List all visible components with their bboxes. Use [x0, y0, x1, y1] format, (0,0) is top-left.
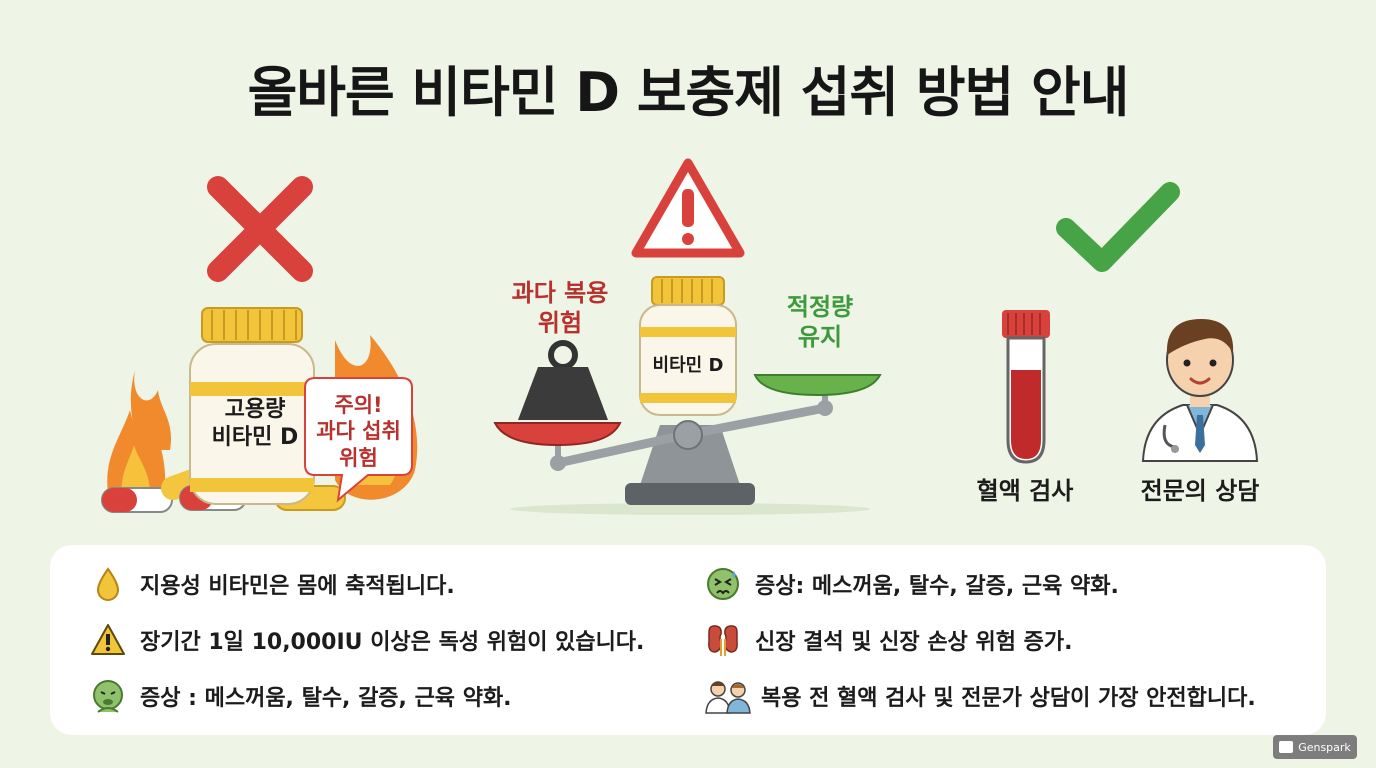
info-item-fat-soluble: 지용성 비타민은 몸에 축적됩니다.: [90, 566, 455, 602]
info-item-symptoms-right: 증상: 메스꺼움, 탈수, 갈증, 근육 약화.: [705, 566, 1119, 602]
bottle-label: 고용량 비타민 D: [195, 396, 315, 451]
nausea-face-icon: [90, 678, 126, 714]
kidney-icon: [705, 622, 741, 658]
info-text: 복용 전 혈액 검사 및 전문가 상담이 가장 안전합니다.: [761, 686, 1256, 711]
info-text: 지용성 비타민은 몸에 축적됩니다.: [140, 574, 455, 599]
overdose-label-line2: 위험: [537, 309, 583, 337]
fire-and-bottle-illustration: [100, 300, 430, 520]
doctor-icon: [1135, 305, 1265, 463]
warning-bubble-line2: 과다 섭취: [316, 419, 401, 444]
blood-test-label: 혈액 검사: [976, 477, 1074, 505]
check-mark-icon: [1050, 176, 1186, 280]
warning-bubble-line3: 위험: [339, 445, 378, 470]
genspark-logo-icon: [1279, 741, 1294, 753]
blood-test-tube-icon: [998, 308, 1054, 468]
warning-bubble-text: 주의! 과다 섭취 위험: [305, 392, 412, 471]
warning-triangle-icon: [630, 157, 746, 259]
overdose-risk-label: 과다 복용 위험: [495, 278, 625, 338]
x-mark-icon: [204, 173, 316, 285]
overdose-label-line1: 과다 복용: [511, 279, 609, 307]
proper-label-line1: 적정량: [786, 293, 854, 321]
doctor-consult-label: 전문의 상담: [1140, 477, 1260, 505]
warning-icon: [90, 622, 126, 658]
bottle-label-line1: 고용량: [224, 397, 286, 422]
genspark-watermark: Genspark: [1273, 735, 1357, 759]
info-text: 증상: 메스꺼움, 탈수, 갈증, 근육 약화.: [755, 574, 1119, 599]
info-text: 증상 : 메스꺼움, 탈수, 갈증, 근육 약화.: [140, 686, 512, 711]
page-title: 올바른 비타민 D 보충제 섭취 방법 안내: [247, 61, 1130, 124]
info-text: 신장 결석 및 신장 손상 위험 증가.: [755, 630, 1073, 655]
bottle-label-line2: 비타민 D: [211, 424, 299, 450]
proper-dose-label: 적정량 유지: [760, 292, 880, 352]
proper-label-line2: 유지: [797, 323, 843, 351]
info-item-symptoms-left: 증상 : 메스꺼움, 탈수, 갈증, 근육 약화.: [90, 678, 512, 714]
info-item-toxicity: 장기간 1일 10,000IU 이상은 독성 위험이 있습니다.: [90, 622, 644, 658]
drop-icon: [90, 566, 126, 602]
info-item-kidney: 신장 결석 및 신장 손상 위험 증가.: [705, 622, 1072, 658]
sick-face-icon: [705, 566, 741, 602]
watermark-text: Genspark: [1298, 740, 1351, 754]
info-panel: [50, 545, 1326, 735]
info-item-consult: 복용 전 혈액 검사 및 전문가 상담이 가장 안전합니다.: [705, 678, 1256, 714]
info-text: 장기간 1일 10,000IU 이상은 독성 위험이 있습니다.: [140, 630, 645, 655]
balance-scale-illustration: [490, 275, 890, 515]
doctor-patient-icon: [705, 678, 751, 714]
center-bottle-label: 비타민 D: [652, 355, 724, 376]
warning-bubble-line1: 주의!: [334, 393, 383, 417]
